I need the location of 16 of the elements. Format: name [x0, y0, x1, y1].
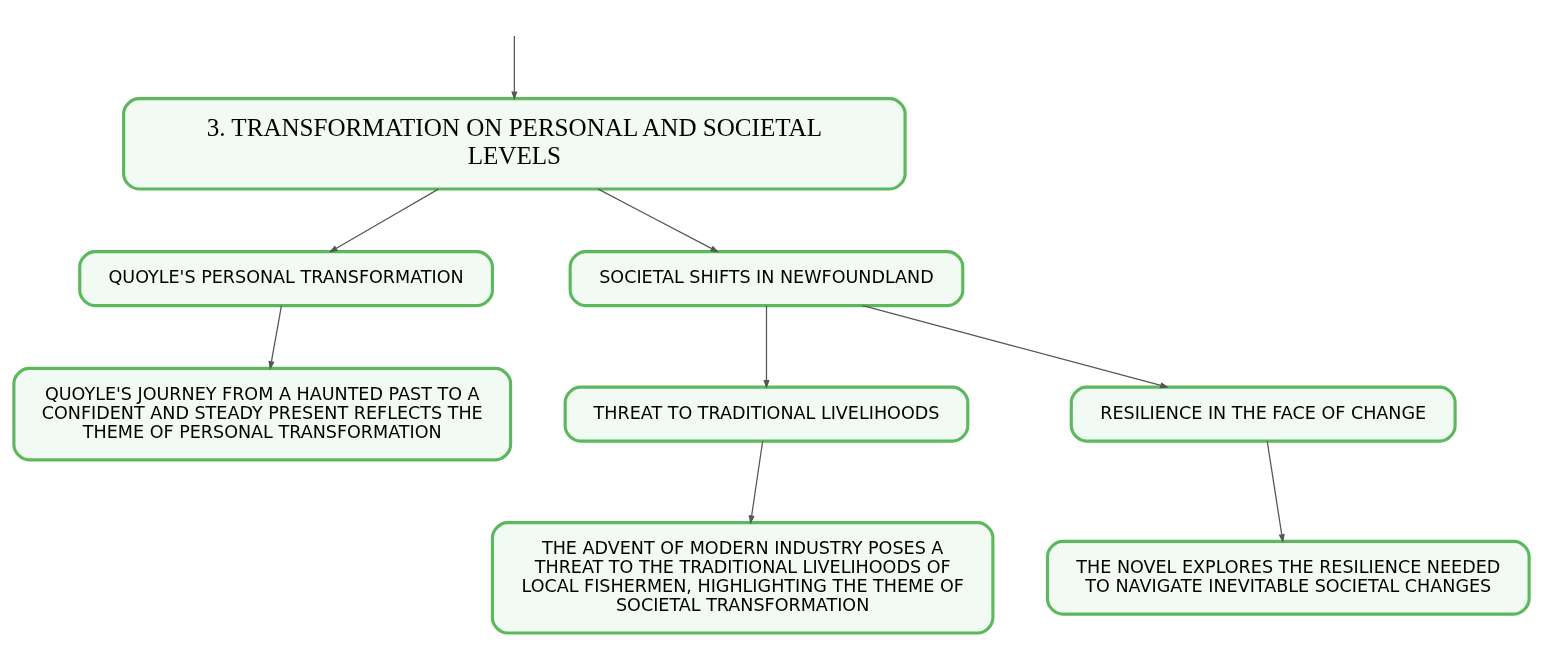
arrow	[511, 34, 518, 100]
arrow	[1266, 440, 1285, 543]
node-box: THE NOVEL EXPLORES THE RESILIENCE NEEDED TO NAVIGATE INEVITABLE SOCIETAL CHANGES	[1045, 539, 1531, 616]
node-box: THE ADVENT OF MODERN INDUSTRY POSES A THREAT TO THE TRADITIONAL LIVELIHOODS OF LOCAL FISHERMEN, HIGHLIGHTING THE THEME OF SOCIETAL TRANSFORMATION	[490, 520, 995, 635]
node-box: QUOYLE'S PERSONAL TRANSFORMATION	[78, 249, 494, 307]
arrow	[862, 304, 1169, 388]
arrow	[748, 440, 764, 524]
arrow	[268, 304, 283, 370]
arrow	[597, 188, 720, 252]
node-box: RESILIENCE IN THE FACE OF CHANGE	[1069, 385, 1457, 443]
node-box: THREAT TO TRADITIONAL LIVELIHOODS	[563, 385, 970, 443]
node-box: QUOYLE'S JOURNEY FROM A HAUNTED PAST TO A CONFIDENT AND STEADY PRESENT REFLECTS THE THEME OF PERSONAL TRANSFORMATION	[12, 366, 513, 461]
arrow	[763, 304, 770, 389]
node-box: 3. TRANSFORMATION ON PERSONAL AND SOCIETAL LEVELS	[122, 96, 907, 190]
node-box: SOCIETAL SHIFTS IN NEWFOUNDLAND	[568, 249, 965, 307]
arrow	[328, 188, 439, 253]
